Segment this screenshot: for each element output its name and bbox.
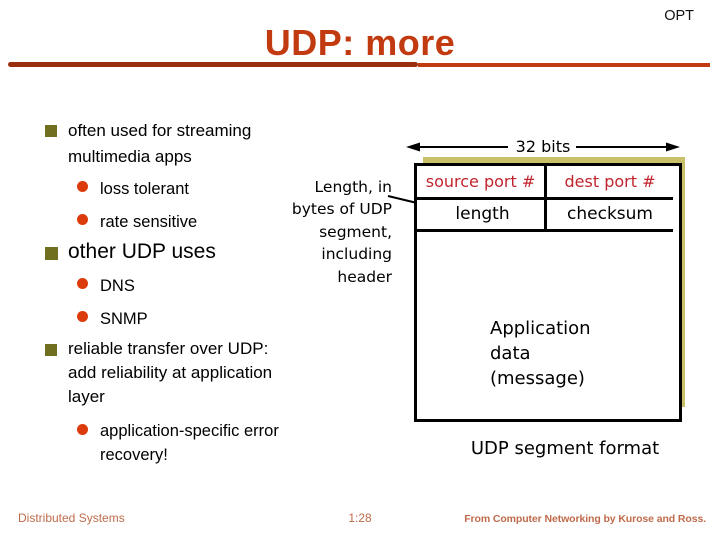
column-divider	[544, 166, 547, 229]
circle-bullet-icon	[77, 424, 88, 435]
bullet-item-reliable-transfer: reliable transfer over UDP: add reliabil…	[68, 339, 273, 406]
bullet-item-streaming: often used for streaming multimedia apps	[68, 121, 252, 166]
cell-dest-port: dest port #	[564, 172, 656, 191]
opt-label: OPT	[664, 8, 694, 24]
circle-bullet-icon	[77, 181, 88, 192]
footer-page-number: 1:28	[348, 511, 372, 525]
length-annotation: Length, in bytes of UDP segment, includi…	[291, 178, 392, 286]
bits-label: 32 bits	[515, 137, 571, 156]
footer-course-name: Distributed Systems	[18, 511, 125, 525]
square-bullet-icon	[45, 344, 57, 356]
title-rule-right	[418, 63, 710, 67]
bullet-item-error-recovery: application-specific error recovery!	[100, 422, 279, 464]
segment-format-caption: UDP segment format	[470, 438, 660, 459]
circle-bullet-icon	[77, 214, 88, 225]
bits-width-indicator: 32 bits	[406, 137, 680, 157]
bullet-item-other-uses: other UDP uses	[68, 240, 216, 263]
row-divider	[417, 229, 673, 232]
cell-source-port: source port #	[425, 172, 536, 191]
cell-checksum: checksum	[567, 204, 653, 224]
bullet-item-dns: DNS	[100, 277, 135, 295]
title-rule-left	[8, 62, 418, 67]
bullet-item-snmp: SNMP	[100, 310, 148, 328]
bullet-item-rate-sensitive: rate sensitive	[100, 213, 198, 231]
square-bullet-icon	[45, 247, 58, 260]
cell-length: length	[455, 204, 510, 224]
circle-bullet-icon	[77, 278, 88, 289]
double-arrow-icon	[406, 142, 680, 152]
application-data-label: Application data (message)	[490, 318, 591, 389]
page-title: UDP: more	[264, 22, 456, 63]
square-bullet-icon	[45, 125, 57, 137]
udp-segment-box: source port # dest port # length checksu…	[414, 163, 682, 422]
circle-bullet-icon	[77, 311, 88, 322]
bullet-item-loss-tolerant: loss tolerant	[100, 180, 189, 198]
footer-credit: From Computer Networking by Kurose and R…	[464, 513, 706, 525]
